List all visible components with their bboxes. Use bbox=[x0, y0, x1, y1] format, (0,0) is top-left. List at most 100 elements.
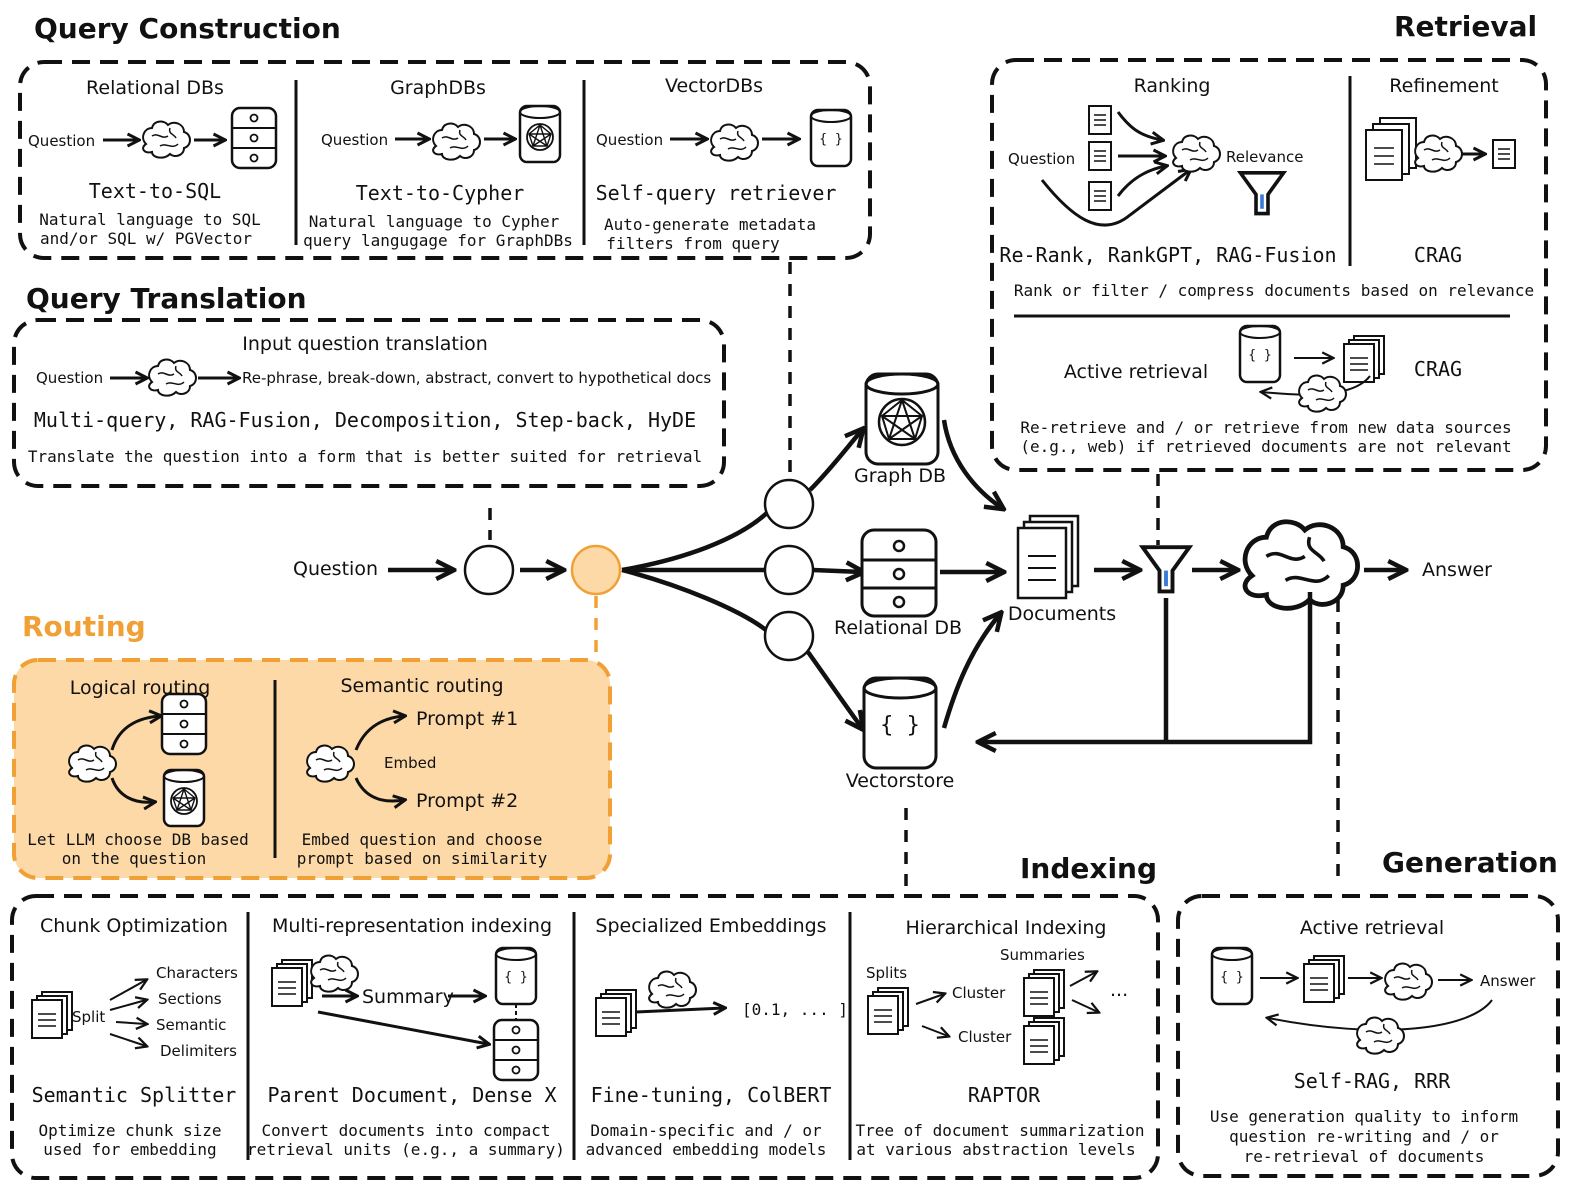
active-retrieval-desc-2: (e.g., web) if retrieved documents are n… bbox=[1020, 437, 1511, 456]
generation-desc-2: question re-writing and / or bbox=[1229, 1127, 1499, 1146]
database-icon bbox=[230, 106, 278, 170]
query-construction-title: Query Construction bbox=[34, 12, 341, 45]
generation-title: Generation bbox=[1382, 846, 1558, 879]
brain-icon bbox=[1172, 134, 1221, 173]
relational-desc-1: Natural language to SQL bbox=[39, 210, 261, 229]
raptor-label: RAPTOR bbox=[968, 1083, 1041, 1107]
refinement-header: Refinement bbox=[1389, 75, 1498, 97]
retrieval-desc: Rank or filter / compress documents base… bbox=[1014, 281, 1534, 300]
semantic-routing-desc-2: prompt based on similarity bbox=[297, 849, 548, 868]
active-retrieval-label: Active retrieval bbox=[1064, 361, 1208, 383]
documents-icon bbox=[1023, 969, 1065, 1017]
relational-db bbox=[860, 528, 938, 618]
documents-icon bbox=[1343, 335, 1385, 383]
vectorstore: { } bbox=[862, 676, 938, 770]
chunk-desc-2: used for embedding bbox=[43, 1140, 216, 1159]
vectorstore-icon bbox=[1210, 946, 1254, 1006]
document-icon bbox=[1088, 141, 1112, 171]
hierarchical-desc-1: Tree of document summarization bbox=[856, 1121, 1145, 1140]
split-label: Split bbox=[72, 1008, 105, 1026]
ranking-question: Question bbox=[1008, 150, 1075, 168]
query-construction-box bbox=[18, 60, 872, 260]
qc-vector-question: Question bbox=[596, 131, 663, 149]
query-construction-node-graph bbox=[763, 478, 815, 530]
document-icon bbox=[1492, 139, 1516, 169]
prompt-1-label: Prompt #1 bbox=[416, 708, 518, 730]
ranking-methods: Re-Rank, RankGPT, RAG-Fusion bbox=[999, 243, 1336, 267]
brain-icon bbox=[142, 120, 191, 159]
chunk-desc-1: Optimize chunk size bbox=[38, 1121, 221, 1140]
embed-label: Embed bbox=[384, 754, 436, 772]
multi-desc-1: Convert documents into compact bbox=[262, 1121, 551, 1140]
fine-tuning-label: Fine-tuning, ColBERT bbox=[591, 1083, 832, 1107]
chunk-item: Delimiters bbox=[160, 1042, 237, 1060]
generation-box bbox=[1176, 894, 1560, 1178]
documents-icon bbox=[867, 987, 909, 1035]
vectordbs-header: VectorDBs bbox=[665, 75, 763, 97]
qc-graph-question: Question bbox=[321, 131, 388, 149]
funnel-icon bbox=[1140, 545, 1192, 594]
routing-node bbox=[570, 544, 622, 596]
qt-flow-text: Re-phrase, break-down, abstract, convert… bbox=[242, 369, 711, 387]
query-translation-node bbox=[463, 544, 515, 596]
retrieval-box bbox=[990, 58, 1548, 472]
brain-icon bbox=[1356, 1016, 1405, 1055]
document-icon bbox=[1088, 181, 1112, 211]
logical-routing-desc-2: on the question bbox=[62, 849, 207, 868]
center-question: Question bbox=[293, 558, 378, 580]
active-retrieval-desc-1: Re-retrieve and / or retrieve from new d… bbox=[1020, 418, 1511, 437]
vectorstore-icon bbox=[809, 108, 853, 168]
active-retrieval-name: CRAG bbox=[1414, 357, 1462, 381]
qc-relational-question: Question bbox=[28, 132, 95, 150]
generation-active-retrieval-header: Active retrieval bbox=[1300, 917, 1444, 939]
query-construction-node-vector bbox=[763, 610, 815, 662]
hierarchical-indexing-header: Hierarchical Indexing bbox=[906, 917, 1107, 939]
documents-icon bbox=[1023, 1017, 1065, 1065]
brain-icon bbox=[1384, 962, 1433, 1001]
graphdbs-header: GraphDBs bbox=[390, 77, 486, 99]
funnel-icon bbox=[1238, 171, 1286, 216]
qt-question: Question bbox=[36, 369, 103, 387]
splits-label: Splits bbox=[866, 964, 907, 982]
generation-desc-3: re-retrieval of documents bbox=[1244, 1147, 1485, 1166]
cluster-2-label: Cluster bbox=[958, 1028, 1012, 1046]
llm-brain-icon bbox=[1245, 522, 1358, 609]
semantic-routing-desc-1: Embed question and choose bbox=[302, 830, 543, 849]
answer-label: Answer bbox=[1422, 559, 1492, 581]
relational-dbs-header: Relational DBs bbox=[86, 77, 224, 99]
brain-icon bbox=[710, 123, 759, 162]
relational-desc-2: and/or SQL w/ PGVector bbox=[40, 229, 252, 248]
embedding-vector: [0.1, ... ] bbox=[742, 1000, 848, 1019]
self-query-retriever-label: Self-query retriever bbox=[596, 181, 837, 205]
generation-answer-label: Answer bbox=[1480, 972, 1536, 990]
documents-icon bbox=[595, 989, 637, 1037]
vectorstore-icon bbox=[494, 946, 538, 1006]
documents-icon bbox=[1016, 514, 1080, 600]
hierarchy-ellipsis: ... bbox=[1110, 979, 1128, 1001]
text-to-sql-label: Text-to-SQL bbox=[89, 179, 221, 203]
semantic-routing-header: Semantic routing bbox=[340, 675, 503, 697]
vector-desc-2: filters from query bbox=[606, 234, 780, 253]
indexing-box bbox=[10, 894, 1160, 1180]
relational-db-label: Relational DB bbox=[834, 617, 962, 639]
specialized-desc-1: Domain-specific and / or bbox=[590, 1121, 822, 1140]
relevance-label: Relevance bbox=[1226, 148, 1303, 166]
multi-desc-2: retrieval units (e.g., a summary) bbox=[247, 1140, 565, 1159]
chunk-optimization-header: Chunk Optimization bbox=[40, 915, 228, 937]
brain-icon bbox=[1298, 374, 1347, 413]
text-to-cypher-label: Text-to-Cypher bbox=[356, 181, 525, 205]
semantic-splitter-label: Semantic Splitter bbox=[32, 1083, 237, 1107]
specialized-embeddings-header: Specialized Embeddings bbox=[595, 915, 826, 937]
vector-desc-1: Auto-generate metadata bbox=[604, 215, 816, 234]
summary-label: Summary bbox=[362, 986, 454, 1008]
graph-db bbox=[864, 372, 940, 466]
database-icon bbox=[492, 1018, 540, 1082]
document-icon bbox=[1088, 105, 1112, 135]
prompt-2-label: Prompt #2 bbox=[416, 790, 518, 812]
vectorstore-label: Vectorstore bbox=[846, 770, 955, 792]
routing-title: Routing bbox=[22, 610, 146, 643]
graph-desc-2: query langugage for GraphDBs bbox=[303, 231, 573, 250]
indexing-title: Indexing bbox=[1020, 852, 1157, 885]
input-question-translation-header: Input question translation bbox=[242, 333, 488, 355]
